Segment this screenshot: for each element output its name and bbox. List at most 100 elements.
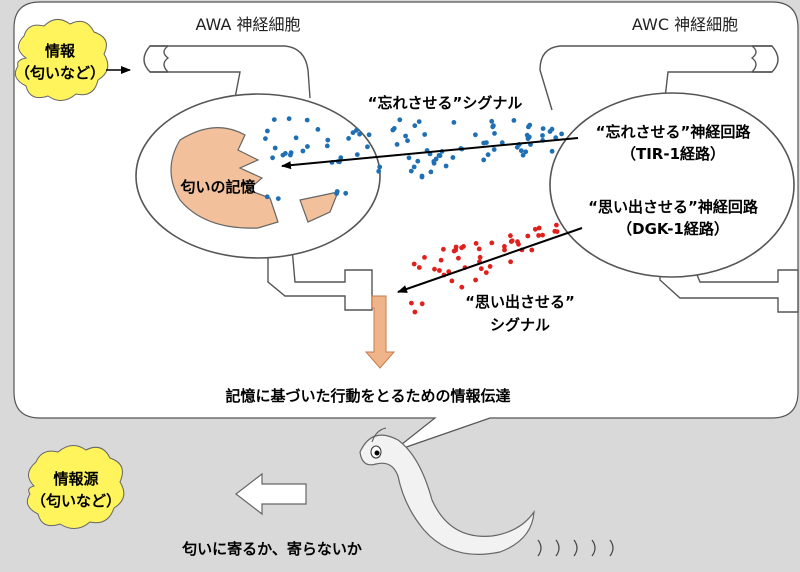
- signal-dot: [553, 135, 559, 141]
- signal-dot: [473, 241, 479, 246]
- awc-neuron-title: AWC 神経細胞: [632, 15, 738, 34]
- signal-dot: [489, 240, 495, 246]
- signal-dot: [450, 155, 456, 160]
- signal-dot: [394, 142, 400, 147]
- signal-dot: [366, 132, 372, 138]
- awc-cell-body: [549, 92, 795, 278]
- signal-dot: [489, 118, 495, 124]
- signal-dot: [265, 128, 270, 134]
- signal-dot: [264, 194, 270, 200]
- signal-dot: [411, 261, 417, 267]
- source-cloud: [26, 445, 125, 529]
- remember-circuit-label: “思い出させる”神経回路: [588, 198, 759, 216]
- signal-dot: [422, 255, 427, 260]
- signal-dot: [437, 268, 442, 273]
- signal-dot: [549, 126, 555, 132]
- signal-dot: [411, 164, 417, 170]
- signal-dot: [491, 123, 496, 129]
- signal-dot: [532, 226, 538, 232]
- signal-dot: [275, 196, 281, 202]
- signal-dot: [477, 254, 483, 260]
- remember-circuit-pathway: （DGK-1経路）: [617, 220, 729, 238]
- signal-dot: [508, 233, 513, 239]
- signal-dot: [406, 155, 412, 161]
- signal-dot: [412, 309, 418, 315]
- signal-dot: [483, 270, 489, 275]
- signal-dot: [438, 257, 444, 263]
- signal-dot: [441, 246, 446, 252]
- signal-dot: [481, 140, 487, 146]
- forget-circuit-label: “忘れさせる”神経回路: [596, 123, 752, 141]
- signal-dot: [473, 132, 478, 138]
- signal-dot: [415, 158, 421, 164]
- signal-dot: [325, 137, 331, 143]
- odor-memory-label: 匂いの記憶: [179, 178, 255, 196]
- awa-axon: [267, 247, 373, 311]
- signal-dot: [526, 134, 532, 140]
- signal-dot: [485, 152, 491, 158]
- signal-dot: [346, 136, 351, 141]
- signal-dot: [559, 131, 564, 137]
- signal-dot: [525, 233, 531, 239]
- signal-dot: [491, 147, 497, 152]
- signal-dot: [508, 259, 513, 265]
- transmission-label: 記憶に基づいた行動をとるための情報伝達: [225, 387, 510, 405]
- signal-dot: [509, 238, 515, 244]
- signal-dot: [540, 232, 545, 238]
- signal-dot: [416, 119, 422, 124]
- forget-signal-label: “忘れさせる”シグナル: [368, 94, 523, 112]
- signal-dot: [286, 116, 292, 122]
- signal-dot: [288, 150, 294, 156]
- signal-dot: [554, 229, 560, 235]
- signal-dot: [473, 277, 478, 283]
- signal-dot: [338, 155, 344, 161]
- signal-dot: [376, 168, 382, 174]
- signal-dot: [271, 117, 277, 122]
- signal-dot: [263, 136, 268, 142]
- signal-dot: [540, 126, 546, 131]
- remember-signal-label-2: シグナル: [490, 316, 550, 334]
- signal-dot: [536, 233, 541, 238]
- signal-dot: [304, 117, 310, 123]
- awa-neuron-title: AWA 神経細胞: [195, 15, 300, 34]
- signal-dot: [293, 135, 299, 141]
- signal-dot: [377, 164, 383, 170]
- worm-antenna: [371, 427, 387, 443]
- signal-dot: [391, 125, 397, 131]
- signal-dot: [365, 144, 370, 150]
- signal-dot: [459, 284, 465, 290]
- memory-fragment: [299, 191, 339, 223]
- signal-dot: [449, 278, 455, 284]
- input-cloud-line1: 情報: [45, 42, 76, 60]
- signal-dot: [403, 133, 408, 139]
- signal-dot: [305, 144, 310, 149]
- odor-memory: [170, 126, 279, 229]
- signal-dot: [280, 152, 286, 158]
- signal-dot: [408, 168, 414, 174]
- signal-dot: [422, 132, 428, 137]
- signal-dot: [431, 159, 437, 164]
- signal-dot: [456, 255, 461, 261]
- remember-signal-label: “思い出させる”: [465, 293, 575, 311]
- signal-dot: [357, 131, 362, 137]
- signal-dot: [350, 130, 356, 136]
- signal-dot: [334, 189, 340, 194]
- signal-dot: [354, 152, 360, 158]
- behavior-label: 匂いに寄るか、寄らないか: [181, 540, 362, 558]
- signal-dot: [502, 247, 507, 253]
- signal-dot: [520, 152, 526, 158]
- signal-dot: [554, 222, 559, 228]
- signal-dot: [443, 163, 449, 169]
- signal-dot: [419, 173, 425, 179]
- source-cloud-line2: （匂いなど）: [31, 492, 121, 510]
- signal-dot: [478, 266, 484, 272]
- forget-circuit-pathway: （TIR-1経路）: [621, 145, 725, 163]
- signal-dot: [300, 148, 306, 154]
- signal-dot: [499, 140, 505, 146]
- signal-dot: [549, 148, 555, 154]
- signal-dot: [343, 190, 349, 196]
- signal-dot: [461, 244, 466, 249]
- signal-dot: [536, 225, 542, 231]
